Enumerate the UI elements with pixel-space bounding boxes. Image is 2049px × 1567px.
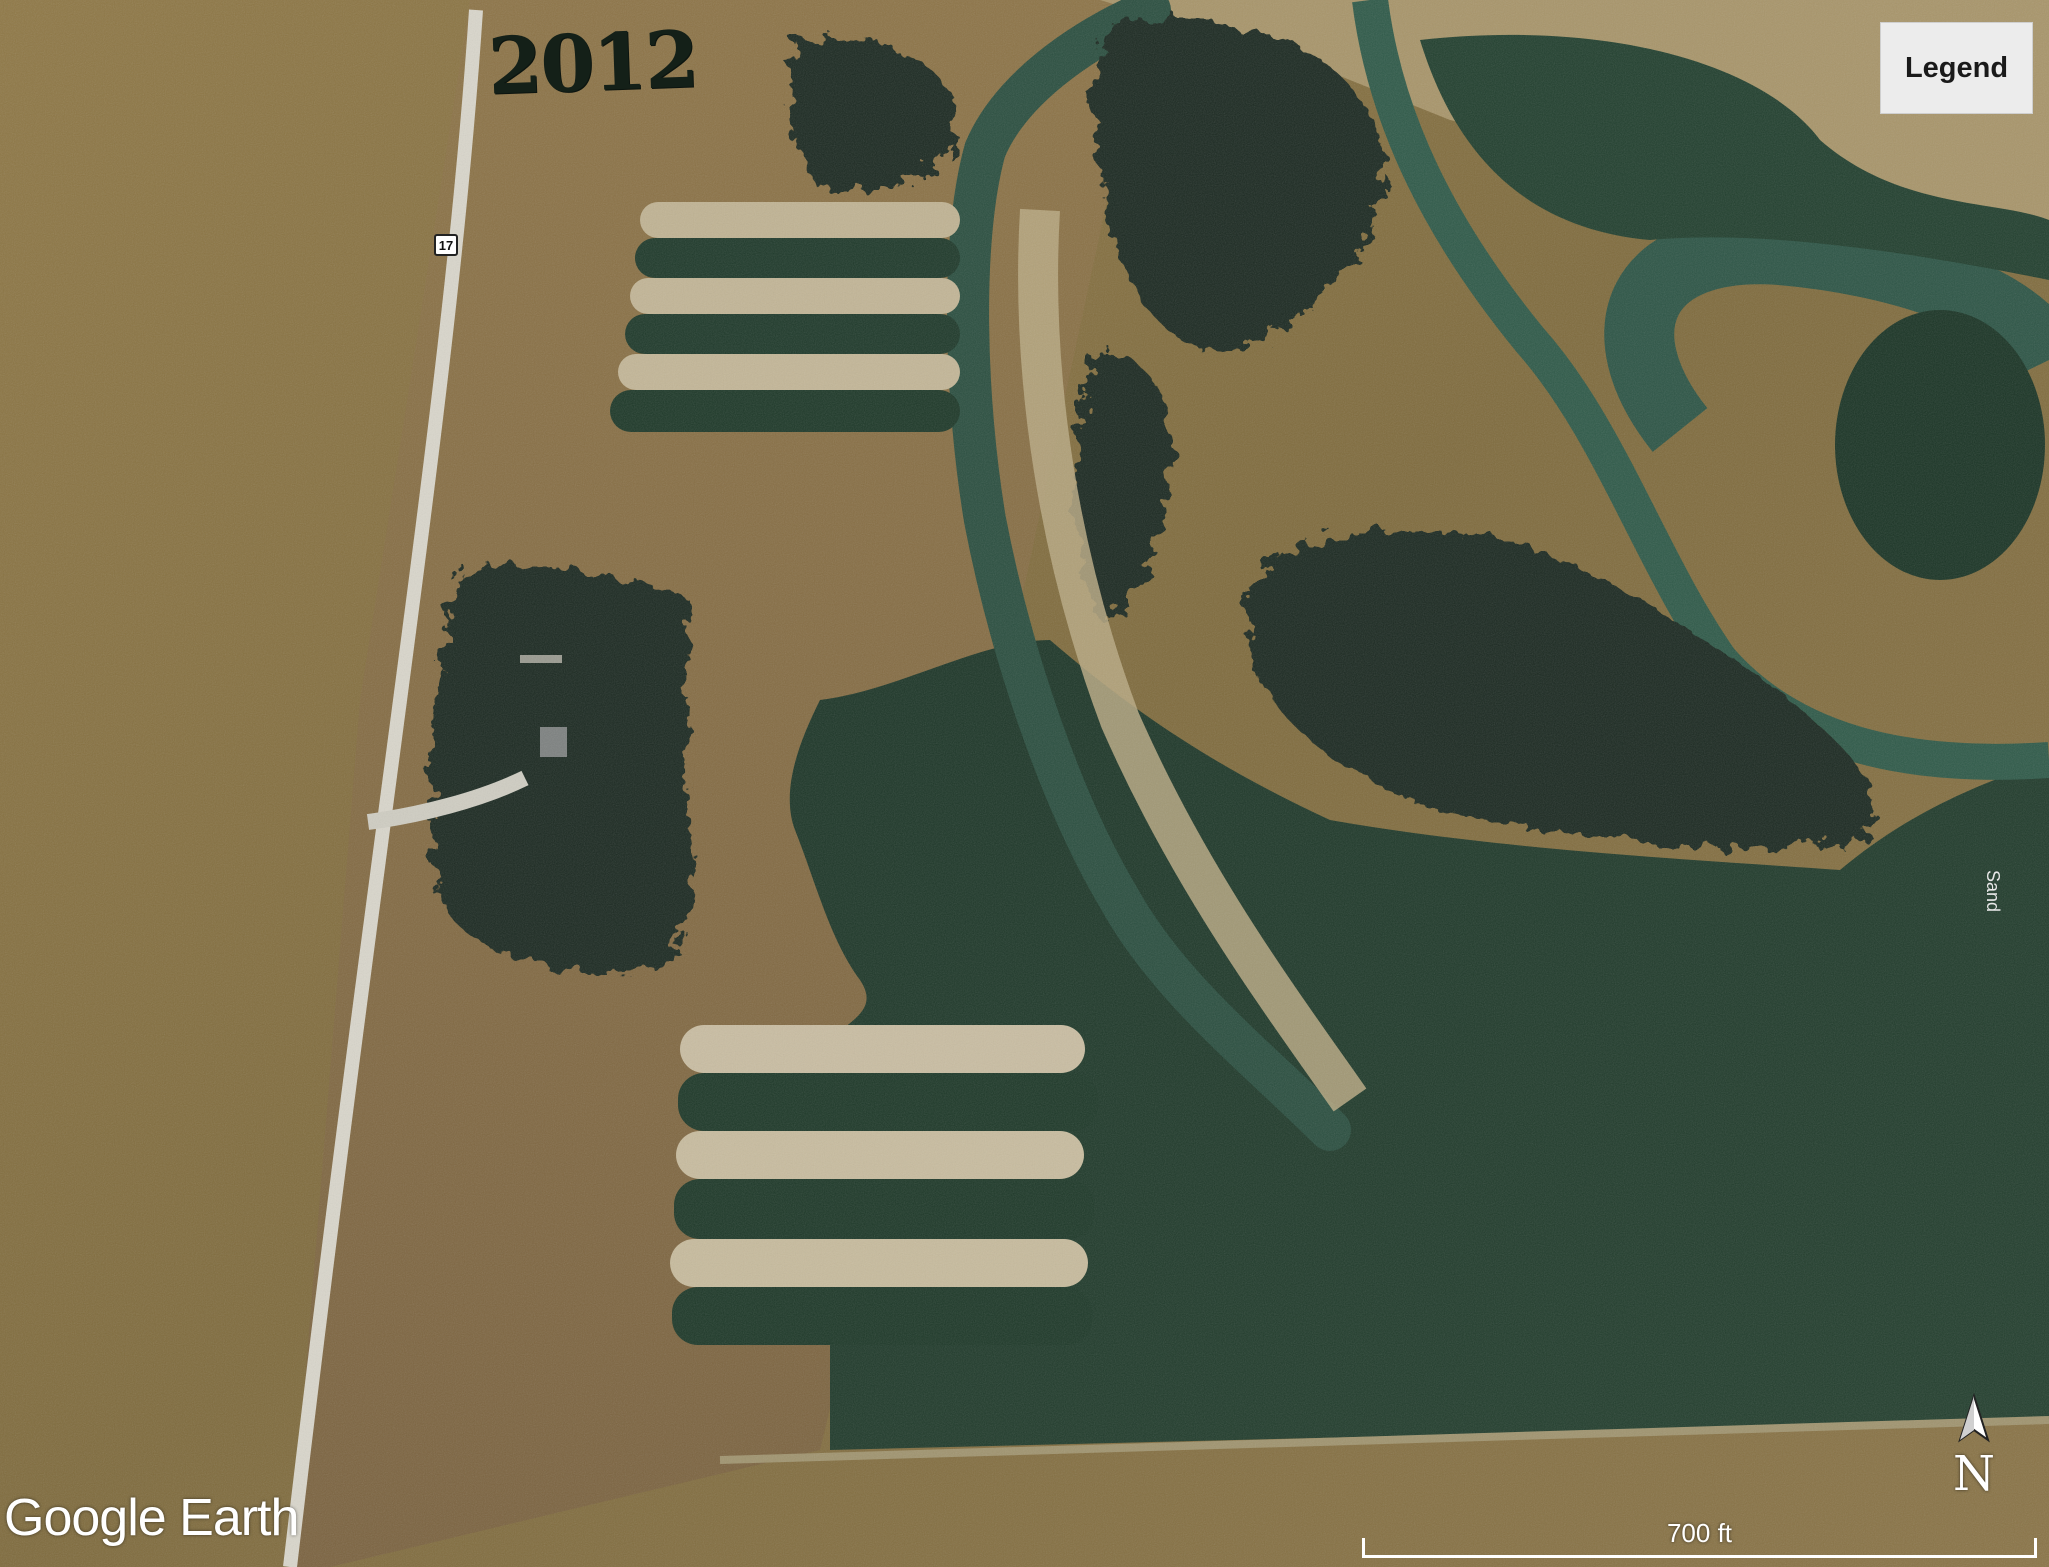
- scale-bar: 700 ft: [1362, 1518, 2037, 1558]
- legend-button[interactable]: Legend: [1880, 22, 2033, 114]
- brand-google: Google: [4, 1489, 167, 1547]
- river-label: Sand: [1983, 870, 2003, 913]
- year-annotation: 2012: [486, 14, 699, 113]
- scale-bar-line: [1362, 1538, 2037, 1558]
- brand-earth: Earth: [179, 1489, 299, 1547]
- north-label: N: [1953, 1446, 1995, 1502]
- route-shield: 17: [434, 234, 458, 256]
- north-arrow-icon: [1958, 1392, 1990, 1443]
- scale-label: 700 ft: [1666, 1518, 1733, 1548]
- google-earth-logo: Google Earth: [4, 1488, 299, 1548]
- north-arrow[interactable]: N: [1944, 1390, 2004, 1508]
